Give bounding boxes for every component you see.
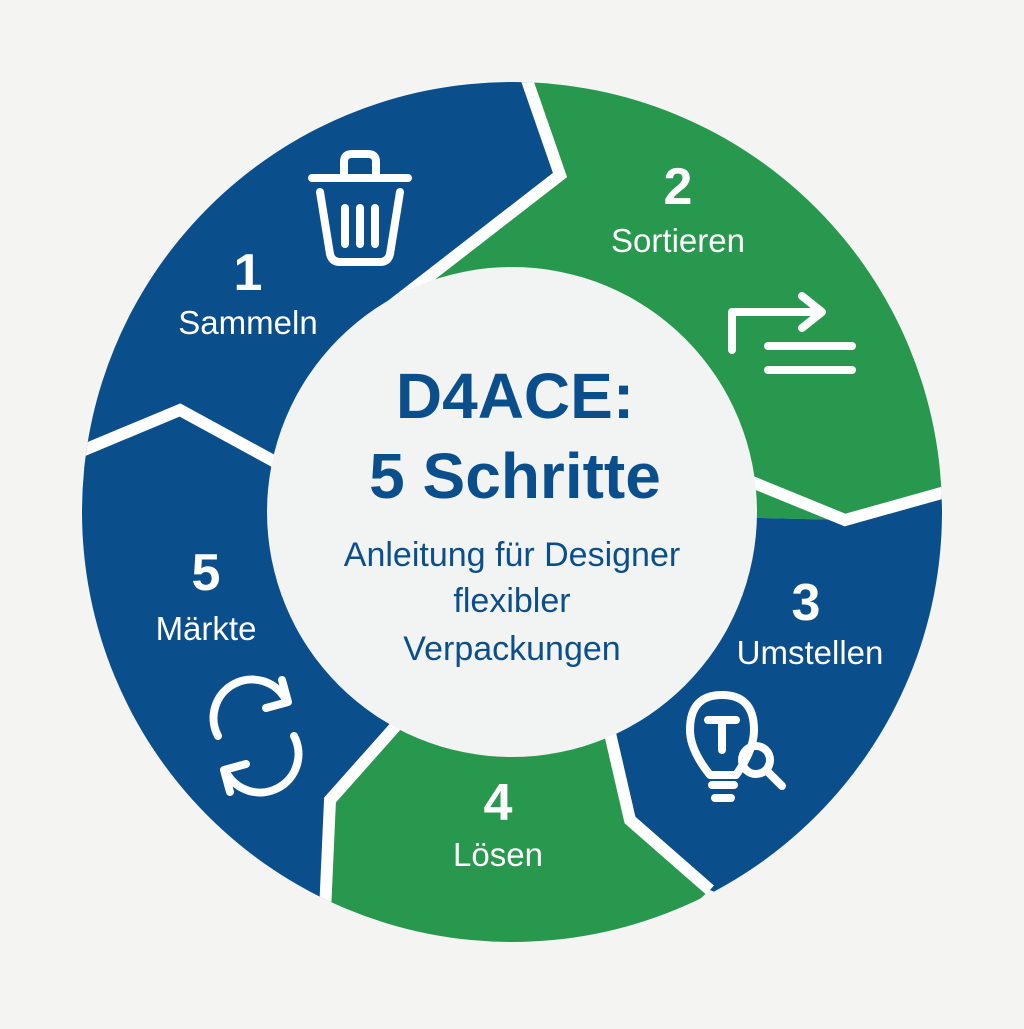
step-5-label: Märkte: [156, 610, 257, 647]
step-2-label: Sortieren: [611, 222, 745, 259]
recycle-arrows-icon: [209, 675, 303, 797]
step-1-label: Sammeln: [178, 304, 317, 341]
center-circle: [267, 267, 757, 757]
lightbulb-search-icon: [686, 691, 786, 802]
step-1-number: 1: [234, 244, 263, 302]
center-subtitle-line1: Anleitung für Designer: [344, 536, 680, 574]
step-3-number: 3: [792, 574, 821, 632]
center-title-line2: 5 Schritte: [369, 440, 661, 512]
step-5-number: 5: [192, 544, 221, 602]
step-4-number: 4: [484, 774, 513, 832]
separator-4-5: [314, 706, 415, 942]
trash-bin-icon: [308, 150, 412, 266]
step-3-label: Umstellen: [737, 634, 884, 671]
center-subtitle-line3: Verpackungen: [403, 630, 620, 668]
center-title-line1: D4ACE:: [396, 360, 634, 432]
step-4-label: Lösen: [453, 836, 543, 873]
segment-step-4: [320, 512, 710, 942]
center-subtitle-line2: flexibler: [453, 582, 570, 620]
separator-5-1: [82, 403, 293, 476]
separator-1-2: [356, 82, 568, 335]
sort-arrow-icon: [728, 292, 856, 374]
step-2-number: 2: [664, 158, 693, 216]
